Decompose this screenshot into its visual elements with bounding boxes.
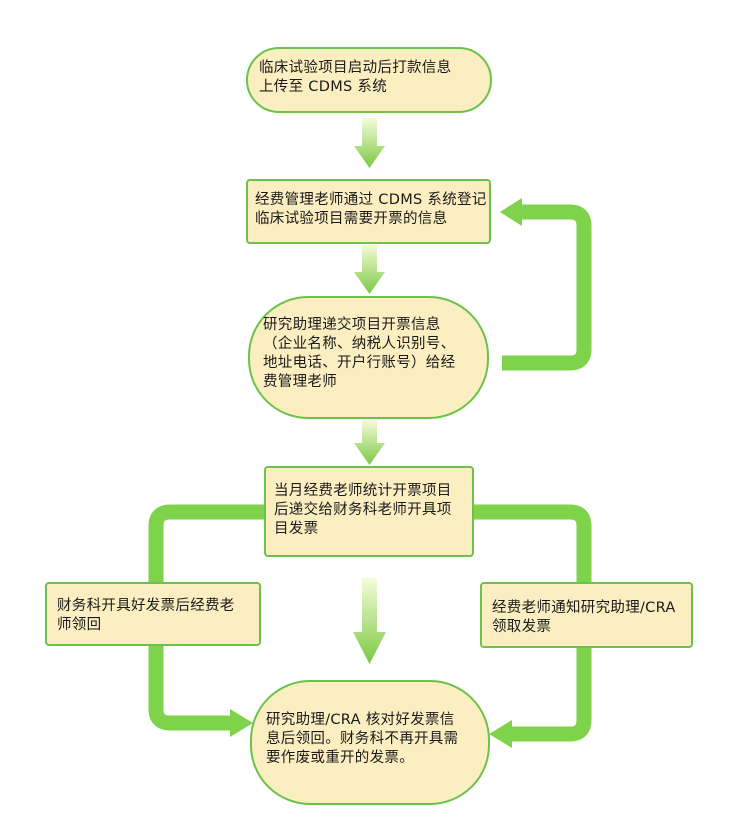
start-node-text: 临床试验项目启动后打款信息 上传至 CDMS 系统 bbox=[259, 60, 452, 95]
register-node-text: 经费管理老师通过 CDMS 系统登记 临床试验项目需要开票的信息 bbox=[255, 192, 487, 227]
right-branch-arrowhead bbox=[489, 720, 512, 748]
down-arrow-1 bbox=[354, 118, 385, 168]
left-branch-arrowhead bbox=[230, 709, 253, 737]
right-branch-bottom-line bbox=[508, 648, 592, 742]
monthly-stats-node: 当月经费老师统计开票项目 后递交给财务科老师开具项 目发票 bbox=[264, 466, 474, 557]
feedback-loop-arrowhead bbox=[500, 198, 522, 226]
finance-collect-node: 财务科开具好发票后经费老 师领回 bbox=[45, 582, 261, 646]
monthly-stats-node-text: 当月经费老师统计开票项目 后递交给财务科老师开具项 目发票 bbox=[274, 483, 452, 537]
notify-node: 经费老师通知研究助理/CRA 领取发票 bbox=[480, 582, 693, 648]
left-branch-bottom-line bbox=[148, 646, 234, 731]
register-node: 经费管理老师通过 CDMS 系统登记 临床试验项目需要开票的信息 bbox=[246, 179, 491, 244]
right-branch-top-line bbox=[474, 504, 592, 582]
notify-node-text: 经费老师通知研究助理/CRA 领取发票 bbox=[492, 600, 676, 635]
start-node: 临床试验项目启动后打款信息 上传至 CDMS 系统 bbox=[246, 47, 492, 113]
down-arrow-4 bbox=[353, 578, 386, 664]
finance-collect-node-text: 财务科开具好发票后经费老 师领回 bbox=[57, 598, 235, 633]
feedback-loop-line bbox=[502, 204, 592, 371]
down-arrow-2 bbox=[354, 245, 385, 294]
verify-node-text: 研究助理/CRA 核对好发票信 息后领回。财务科不再开具需 要作废或重开的发票。 bbox=[266, 712, 459, 766]
submit-info-node-text: 研究助理递交项目开票信息 （企业名称、纳税人识别号、 地址电话、开户行账号）给经… bbox=[263, 317, 456, 390]
verify-node: 研究助理/CRA 核对好发票信 息后领回。财务科不再开具需 要作废或重开的发票。 bbox=[250, 680, 490, 805]
submit-info-node: 研究助理递交项目开票信息 （企业名称、纳税人识别号、 地址电话、开户行账号）给经… bbox=[248, 296, 489, 419]
down-arrow-3 bbox=[354, 420, 385, 465]
left-branch-top-line bbox=[148, 504, 264, 582]
